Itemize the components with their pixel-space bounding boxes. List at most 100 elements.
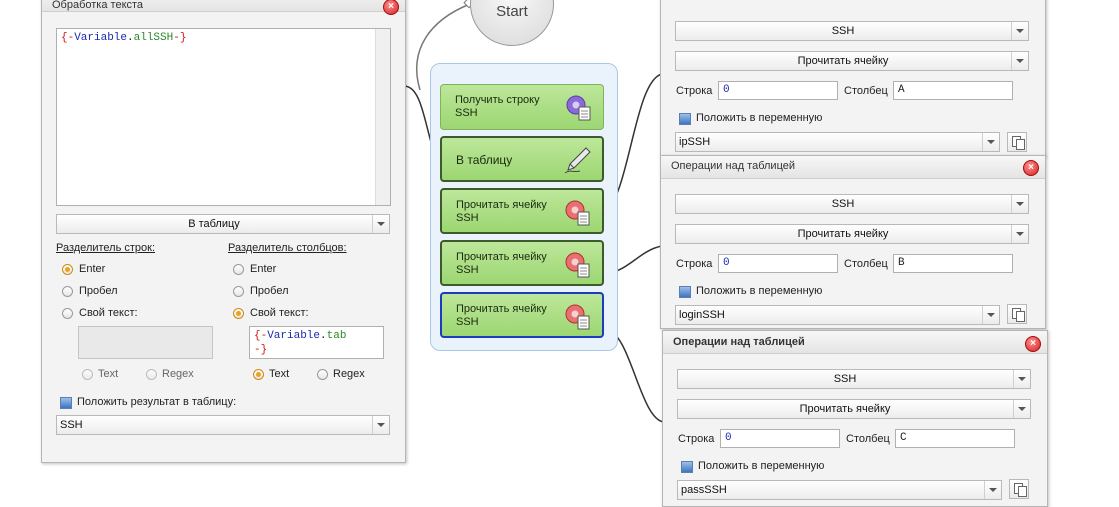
variable-dropdown[interactable]: ipSSH (675, 132, 1000, 152)
variable-dropdown-value: passSSH (681, 484, 727, 496)
column-label: Столбец (846, 433, 890, 445)
row-input-value: 0 (725, 432, 732, 444)
panel-titlebar[interactable]: Операции над таблицей × (661, 156, 1045, 179)
col-mode-regex-label: Regex (333, 368, 365, 380)
chevron-down-icon[interactable] (1011, 195, 1028, 213)
put-variable-checkbox[interactable] (681, 461, 693, 473)
column-input-value: C (900, 432, 907, 444)
node-get-line-ssh[interactable]: Получить строку SSH (440, 84, 604, 130)
row-radio-space[interactable] (62, 286, 73, 297)
copy-icon[interactable] (1007, 304, 1027, 324)
column-input[interactable]: B (893, 254, 1013, 273)
node-read-cell-ssh-1[interactable]: Прочитать ячейку SSH (440, 188, 604, 234)
row-custom-text-input[interactable] (78, 326, 213, 359)
panel-titlebar[interactable]: Обработка текста × (42, 0, 405, 15)
chevron-down-icon[interactable] (982, 306, 999, 324)
table-dropdown[interactable]: SSH (675, 194, 1029, 214)
start-label: Start (496, 3, 528, 20)
table-ops-panel-3: Операции над таблицей × SSH Прочитать яч… (662, 330, 1048, 507)
row-input[interactable]: 0 (718, 81, 838, 100)
panel-title: Операции над таблицей (671, 160, 796, 172)
put-result-checkbox[interactable] (60, 397, 72, 409)
put-result-label: Положить результат в таблицу: (77, 396, 237, 408)
code-brace-close: -} (173, 32, 187, 44)
col-separator-label: Разделитель столбцов: (228, 242, 347, 254)
textarea-scrollbar[interactable] (375, 29, 390, 205)
node-label: Получить строку SSH (455, 94, 540, 119)
operation-dropdown[interactable]: Прочитать ячейку (677, 399, 1031, 419)
close-icon[interactable]: × (1023, 160, 1039, 176)
row-input-value: 0 (723, 84, 730, 96)
col-radio-custom[interactable] (233, 308, 244, 319)
close-icon[interactable]: × (1025, 336, 1041, 352)
column-input-value: B (898, 257, 905, 269)
action-dropdown-value: В таблицу (188, 218, 240, 230)
table-dropdown[interactable]: SSH (677, 369, 1031, 389)
chevron-down-icon[interactable] (1013, 400, 1030, 418)
chevron-down-icon[interactable] (1011, 225, 1028, 243)
operation-dropdown-value: Прочитать ячейку (799, 403, 891, 415)
column-input[interactable]: C (895, 429, 1015, 448)
operation-dropdown[interactable]: Прочитать ячейку (675, 224, 1029, 244)
chevron-down-icon[interactable] (1011, 52, 1028, 70)
pen-icon (564, 147, 591, 174)
col-mode-text-radio[interactable] (253, 369, 264, 380)
row-input[interactable]: 0 (718, 254, 838, 273)
column-label: Столбец (844, 85, 888, 97)
operation-dropdown[interactable]: Прочитать ячейку (675, 51, 1029, 71)
col-radio-enter-label: Enter (250, 263, 277, 275)
chevron-down-icon[interactable] (982, 133, 999, 151)
row-mode-regex-label: Regex (162, 368, 194, 380)
table-dropdown-value: SSH (831, 198, 855, 210)
variable-dropdown[interactable]: loginSSH (675, 305, 1000, 325)
row-input[interactable]: 0 (720, 429, 840, 448)
copy-icon[interactable] (1009, 479, 1029, 499)
chevron-down-icon[interactable] (372, 416, 389, 434)
node-to-table[interactable]: В таблицу (440, 136, 604, 182)
row-label: Строка (678, 433, 715, 445)
chevron-down-icon[interactable] (984, 481, 1001, 499)
code-name: allSSH (133, 32, 174, 44)
panel-titlebar[interactable]: Операции над таблицей × (663, 331, 1047, 354)
row-radio-enter-label: Enter (79, 263, 106, 275)
node-read-cell-ssh-2[interactable]: Прочитать ячейку SSH (440, 240, 604, 286)
column-label: Столбец (844, 258, 888, 270)
panel-title: Операции над таблицей (673, 336, 805, 348)
action-dropdown[interactable]: В таблицу (56, 214, 390, 234)
table-dropdown[interactable]: SSH (675, 21, 1029, 41)
input-text-area[interactable]: {-Variable.allSSH-} (56, 28, 391, 206)
col-custom-text-input[interactable]: {-Variable.tab-} (249, 326, 384, 359)
row-mode-regex-radio[interactable] (146, 369, 157, 380)
table-ops-panel-2: Операции над таблицей × SSH Прочитать яч… (660, 155, 1046, 329)
gear-doc-red-icon (565, 304, 590, 330)
panel-title: Обработка текста (52, 0, 144, 11)
close-icon[interactable]: × (383, 0, 399, 15)
node-label: В таблицу (456, 153, 513, 167)
table-dropdown-value: SSH (831, 25, 855, 37)
row-radio-custom[interactable] (62, 308, 73, 319)
variable-dropdown[interactable]: passSSH (677, 480, 1002, 500)
row-input-value: 0 (723, 257, 730, 269)
col-radio-space[interactable] (233, 286, 244, 297)
col-mode-text-label: Text (269, 368, 290, 380)
node-label: Прочитать ячейку SSH (456, 251, 547, 276)
col-radio-enter[interactable] (233, 264, 244, 275)
gear-doc-red-icon (565, 200, 590, 226)
node-read-cell-ssh-3[interactable]: Прочитать ячейку SSH (440, 292, 604, 338)
put-variable-checkbox[interactable] (679, 113, 691, 125)
put-variable-checkbox[interactable] (679, 286, 691, 298)
row-mode-text-radio[interactable] (82, 369, 93, 380)
col-mode-regex-radio[interactable] (317, 369, 328, 380)
row-radio-enter[interactable] (62, 264, 73, 275)
copy-icon[interactable] (1007, 132, 1027, 152)
column-input-value: A (898, 84, 905, 96)
node-label: Прочитать ячейку SSH (456, 199, 547, 224)
result-table-dropdown[interactable]: SSH (56, 415, 390, 435)
chevron-down-icon[interactable] (1013, 370, 1030, 388)
chevron-down-icon[interactable] (372, 215, 389, 233)
column-input[interactable]: A (893, 81, 1013, 100)
gear-doc-red-icon (565, 252, 590, 278)
code-brace-open: {- (61, 32, 75, 44)
row-mode-text-label: Text (98, 368, 119, 380)
chevron-down-icon[interactable] (1011, 22, 1028, 40)
